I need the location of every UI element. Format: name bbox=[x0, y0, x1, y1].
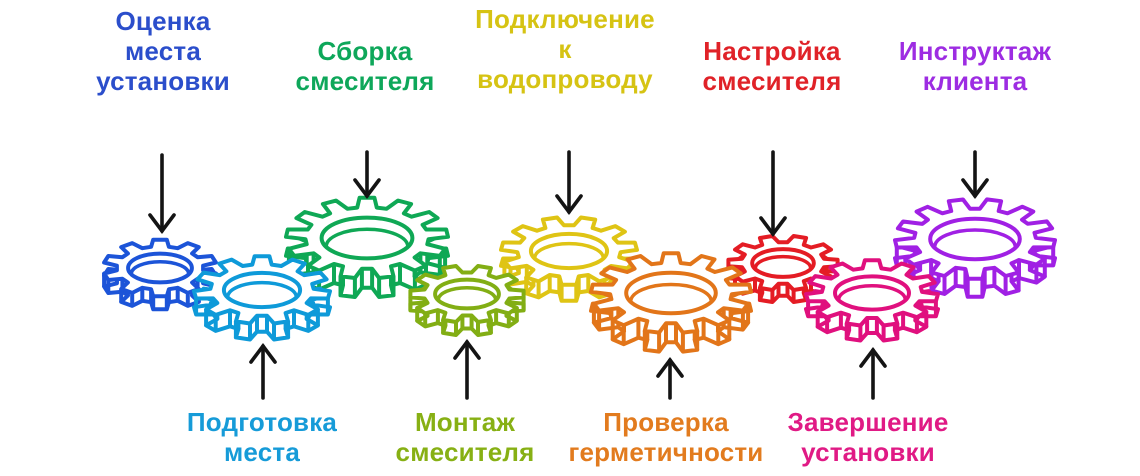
gear-0 bbox=[102, 237, 218, 312]
step-label-site-preparation: Подготовка места bbox=[186, 407, 338, 467]
gear-8 bbox=[893, 197, 1057, 299]
arrow-up-7 bbox=[859, 347, 887, 400]
arrow-up-5 bbox=[656, 357, 684, 400]
arrow-down-6 bbox=[759, 150, 787, 237]
step-label-mixer-assembly: Сборка смесителя bbox=[295, 36, 435, 96]
gear-5 bbox=[589, 251, 753, 354]
gear-3 bbox=[408, 264, 526, 337]
step-label-mixer-mounting: Монтаж смесителя bbox=[395, 407, 535, 467]
arrow-up-1 bbox=[249, 343, 277, 400]
step-label-mixer-adjustment: Настройка смесителя bbox=[702, 36, 842, 96]
step-label-installation-completion: Завершение установки bbox=[787, 407, 949, 467]
gear-1 bbox=[192, 254, 332, 342]
step-label-water-supply-connection: Подключение к водопроводу bbox=[475, 4, 655, 94]
gear-6 bbox=[726, 234, 840, 304]
arrow-down-2 bbox=[353, 150, 381, 199]
gear-7 bbox=[804, 258, 940, 343]
arrow-up-3 bbox=[453, 339, 481, 400]
step-label-leak-tightness-check: Проверка герметичности bbox=[568, 407, 764, 467]
arrow-down-8 bbox=[961, 150, 989, 199]
step-label-client-briefing: Инструктаж клиента bbox=[898, 36, 1052, 96]
step-label-site-assessment: Оценка места установки bbox=[96, 6, 230, 96]
arrow-down-0 bbox=[148, 153, 176, 234]
arrow-down-4 bbox=[555, 150, 583, 215]
